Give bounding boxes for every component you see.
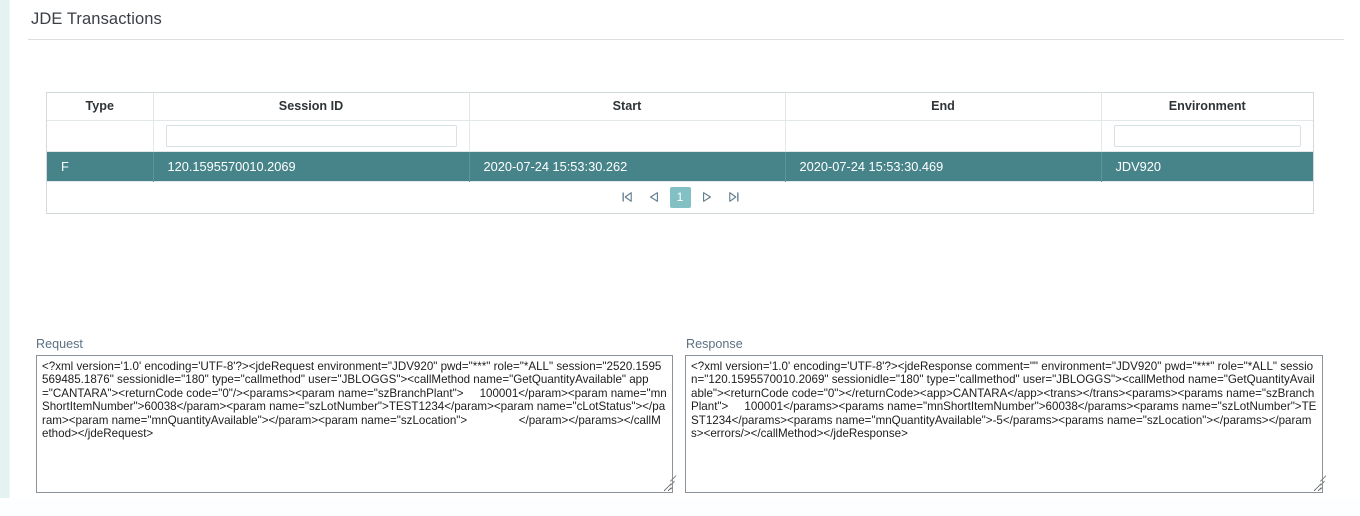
filter-cell-session_id bbox=[153, 120, 470, 152]
cell-start: 2020-07-24 15:53:30.262 bbox=[469, 151, 786, 181]
request-label: Request bbox=[36, 337, 83, 351]
cell-session_id: 120.1595570010.2069 bbox=[153, 151, 470, 181]
grid-filter-row bbox=[47, 120, 1313, 152]
filter-cell-start bbox=[469, 120, 786, 152]
next-page-icon[interactable] bbox=[696, 187, 718, 208]
filter-cell-end bbox=[785, 120, 1102, 152]
left-edge-strip bbox=[0, 0, 9, 516]
title-divider bbox=[28, 39, 1344, 40]
filter-cell-environment bbox=[1101, 120, 1313, 152]
first-page-icon[interactable] bbox=[616, 187, 638, 208]
column-header-end[interactable]: End bbox=[785, 93, 1102, 121]
filter-cell-type bbox=[47, 120, 154, 152]
pagination: 1 bbox=[616, 186, 745, 208]
cell-type: F bbox=[47, 151, 154, 181]
page-footer-area bbox=[0, 498, 1360, 516]
grid-pager-row: 1 bbox=[47, 180, 1313, 213]
previous-page-icon[interactable] bbox=[643, 187, 665, 208]
filter-input-session_id[interactable] bbox=[165, 124, 457, 147]
response-xml-textarea[interactable] bbox=[685, 355, 1323, 493]
response-label: Response bbox=[686, 337, 743, 351]
page-number-1[interactable]: 1 bbox=[669, 186, 691, 208]
cell-environment: JDV920 bbox=[1101, 151, 1313, 181]
filter-input-environment[interactable] bbox=[1113, 124, 1301, 147]
request-xml-textarea[interactable] bbox=[36, 355, 673, 493]
cell-end: 2020-07-24 15:53:30.469 bbox=[785, 151, 1102, 181]
column-header-type[interactable]: Type bbox=[47, 93, 154, 121]
last-page-icon[interactable] bbox=[723, 187, 745, 208]
left-edge-divider bbox=[9, 0, 10, 516]
column-header-start[interactable]: Start bbox=[469, 93, 786, 121]
page-title: JDE Transactions bbox=[31, 10, 162, 28]
column-header-session_id[interactable]: Session ID bbox=[153, 93, 470, 121]
column-header-environment[interactable]: Environment bbox=[1101, 93, 1313, 121]
